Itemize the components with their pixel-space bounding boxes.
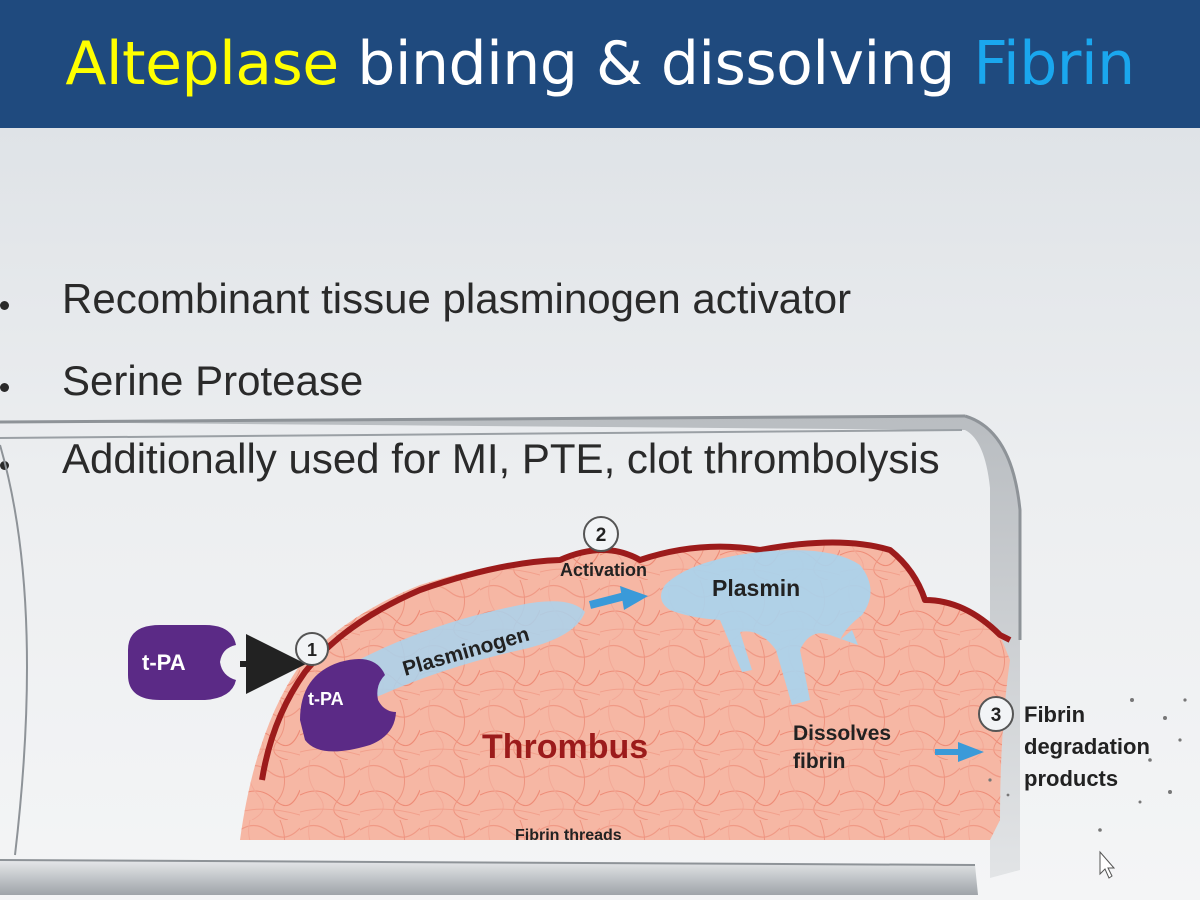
bullet-item: Recombinant tissue plasminogen activator (0, 275, 1150, 335)
dissolve-arrow-head (958, 742, 984, 762)
dissolves-label-line1: Dissolves (793, 722, 891, 745)
vessel-curve (964, 414, 1022, 640)
activation-arrow-shaft (589, 592, 626, 609)
step-1-label: 1 (307, 640, 317, 660)
degradation-dots (988, 698, 1187, 832)
bullet-item: Additionally used for MI, PTE, clot thro… (0, 435, 1150, 495)
products-label-line1: Fibrin (1024, 702, 1085, 727)
title-bar: Alteplase binding & dissolving Fibrin (0, 0, 1200, 128)
bullet-text: Recombinant tissue plasminogen activator (62, 275, 852, 322)
tpa-free-label: t-PA (142, 650, 186, 675)
step-2-circle (583, 516, 619, 552)
thrombus-label: Thrombus (482, 728, 648, 766)
fibrin-threads-label: Fibrin threads (515, 827, 622, 844)
vessel-edge-bottom (0, 859, 976, 866)
bullet-text: Serine Protease (62, 357, 364, 404)
activation-label: Activation (560, 560, 647, 580)
dissolves-label-line2: fibrin (793, 750, 846, 773)
activation-arrow-head (620, 586, 648, 610)
plasminogen-shape (340, 601, 585, 700)
tpa-bound-label: t-PA (308, 689, 344, 709)
title-middle: binding & dissolving (338, 29, 974, 99)
bullet-item: Serine Protease (0, 357, 1150, 417)
plasmin-shape (661, 550, 871, 705)
plasmin-label: Plasmin (712, 575, 800, 601)
bullet-dot (0, 301, 9, 310)
step-1-circle (295, 632, 329, 666)
step-3-circle (978, 696, 1014, 732)
thrombus-surface (259, 539, 1012, 781)
vessel-edge-top (0, 414, 966, 424)
bullet-text: Additionally used for MI, PTE, clot thro… (62, 435, 940, 482)
title-word-alteplase: Alteplase (65, 29, 339, 99)
fibrinolysis-diagram: t-PA t-PA 1 2 3 Activation Plasminogen P… (0, 414, 1187, 895)
vessel-edge-inner (0, 429, 963, 439)
products-label-line3: products (1024, 766, 1118, 791)
tpa-free-shape (128, 625, 236, 700)
mouse-pointer-icon (1099, 850, 1116, 879)
step-3-label: 3 (991, 705, 1002, 726)
step-2-label: 2 (596, 525, 607, 546)
vessel-wall-bottom (0, 860, 978, 895)
slide-title: Alteplase binding & dissolving Fibrin (65, 29, 1135, 99)
products-label-line2: degradation (1024, 734, 1150, 759)
title-word-fibrin: Fibrin (973, 29, 1135, 99)
bullet-dot (0, 383, 9, 392)
tpa-bound-shape (300, 658, 396, 752)
vessel-opening (0, 444, 28, 856)
